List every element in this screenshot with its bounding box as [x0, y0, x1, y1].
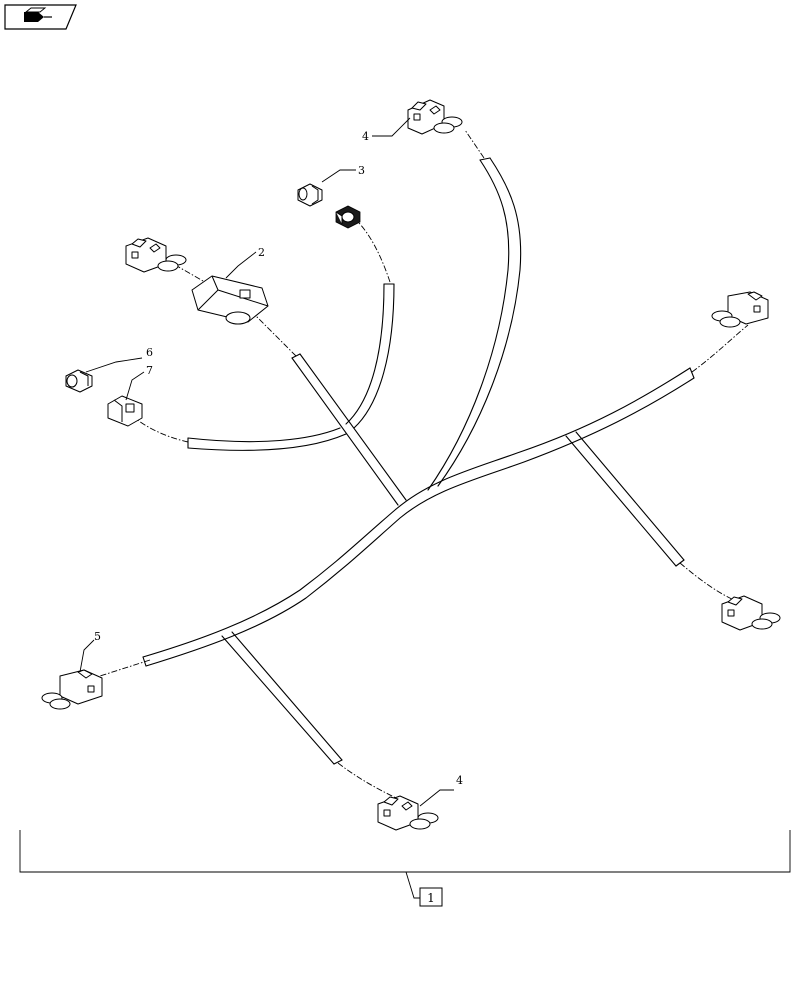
- callout-7: 7: [146, 364, 153, 377]
- harness-branch-right: [565, 435, 677, 567]
- connector-2[interactable]: [191, 275, 269, 325]
- callout-2: 2: [258, 246, 265, 259]
- callout-labels: 2 3 4 4 5 6 7: [94, 130, 463, 787]
- connector-left-upper[interactable]: [125, 237, 187, 273]
- connector-3[interactable]: [297, 183, 361, 229]
- callout-6: 6: [146, 346, 153, 359]
- assembly-bracket: [19, 830, 791, 899]
- harness-wires: [142, 157, 695, 765]
- connector-5[interactable]: [41, 669, 103, 710]
- connector-right-lower[interactable]: [721, 595, 781, 631]
- callout-4-top: 4: [362, 130, 369, 143]
- harness-branch-left: [291, 357, 399, 506]
- connector-right-upper[interactable]: [711, 291, 769, 328]
- item-number-box[interactable]: 1: [419, 887, 443, 907]
- harness-branch-curl: [345, 283, 385, 425]
- connector-6[interactable]: [65, 369, 93, 393]
- assembly-item-number: 1: [427, 891, 435, 905]
- page-return-arrow-icon: [24, 7, 52, 22]
- harness-branch-bottom: [221, 635, 335, 765]
- callout-3: 3: [358, 164, 365, 177]
- callout-4-bottom: 4: [456, 774, 463, 787]
- connector-4-top[interactable]: [407, 99, 463, 135]
- harness-main-trunk: [142, 367, 691, 658]
- connector-7[interactable]: [107, 395, 143, 427]
- harness-branch-top: [427, 159, 510, 491]
- connection-dash-lines: [99, 129, 749, 801]
- return-nav-button[interactable]: [4, 4, 77, 30]
- callout-leaders: [79, 117, 454, 807]
- callout-5: 5: [94, 630, 101, 643]
- connector-4-bottom[interactable]: [377, 795, 439, 831]
